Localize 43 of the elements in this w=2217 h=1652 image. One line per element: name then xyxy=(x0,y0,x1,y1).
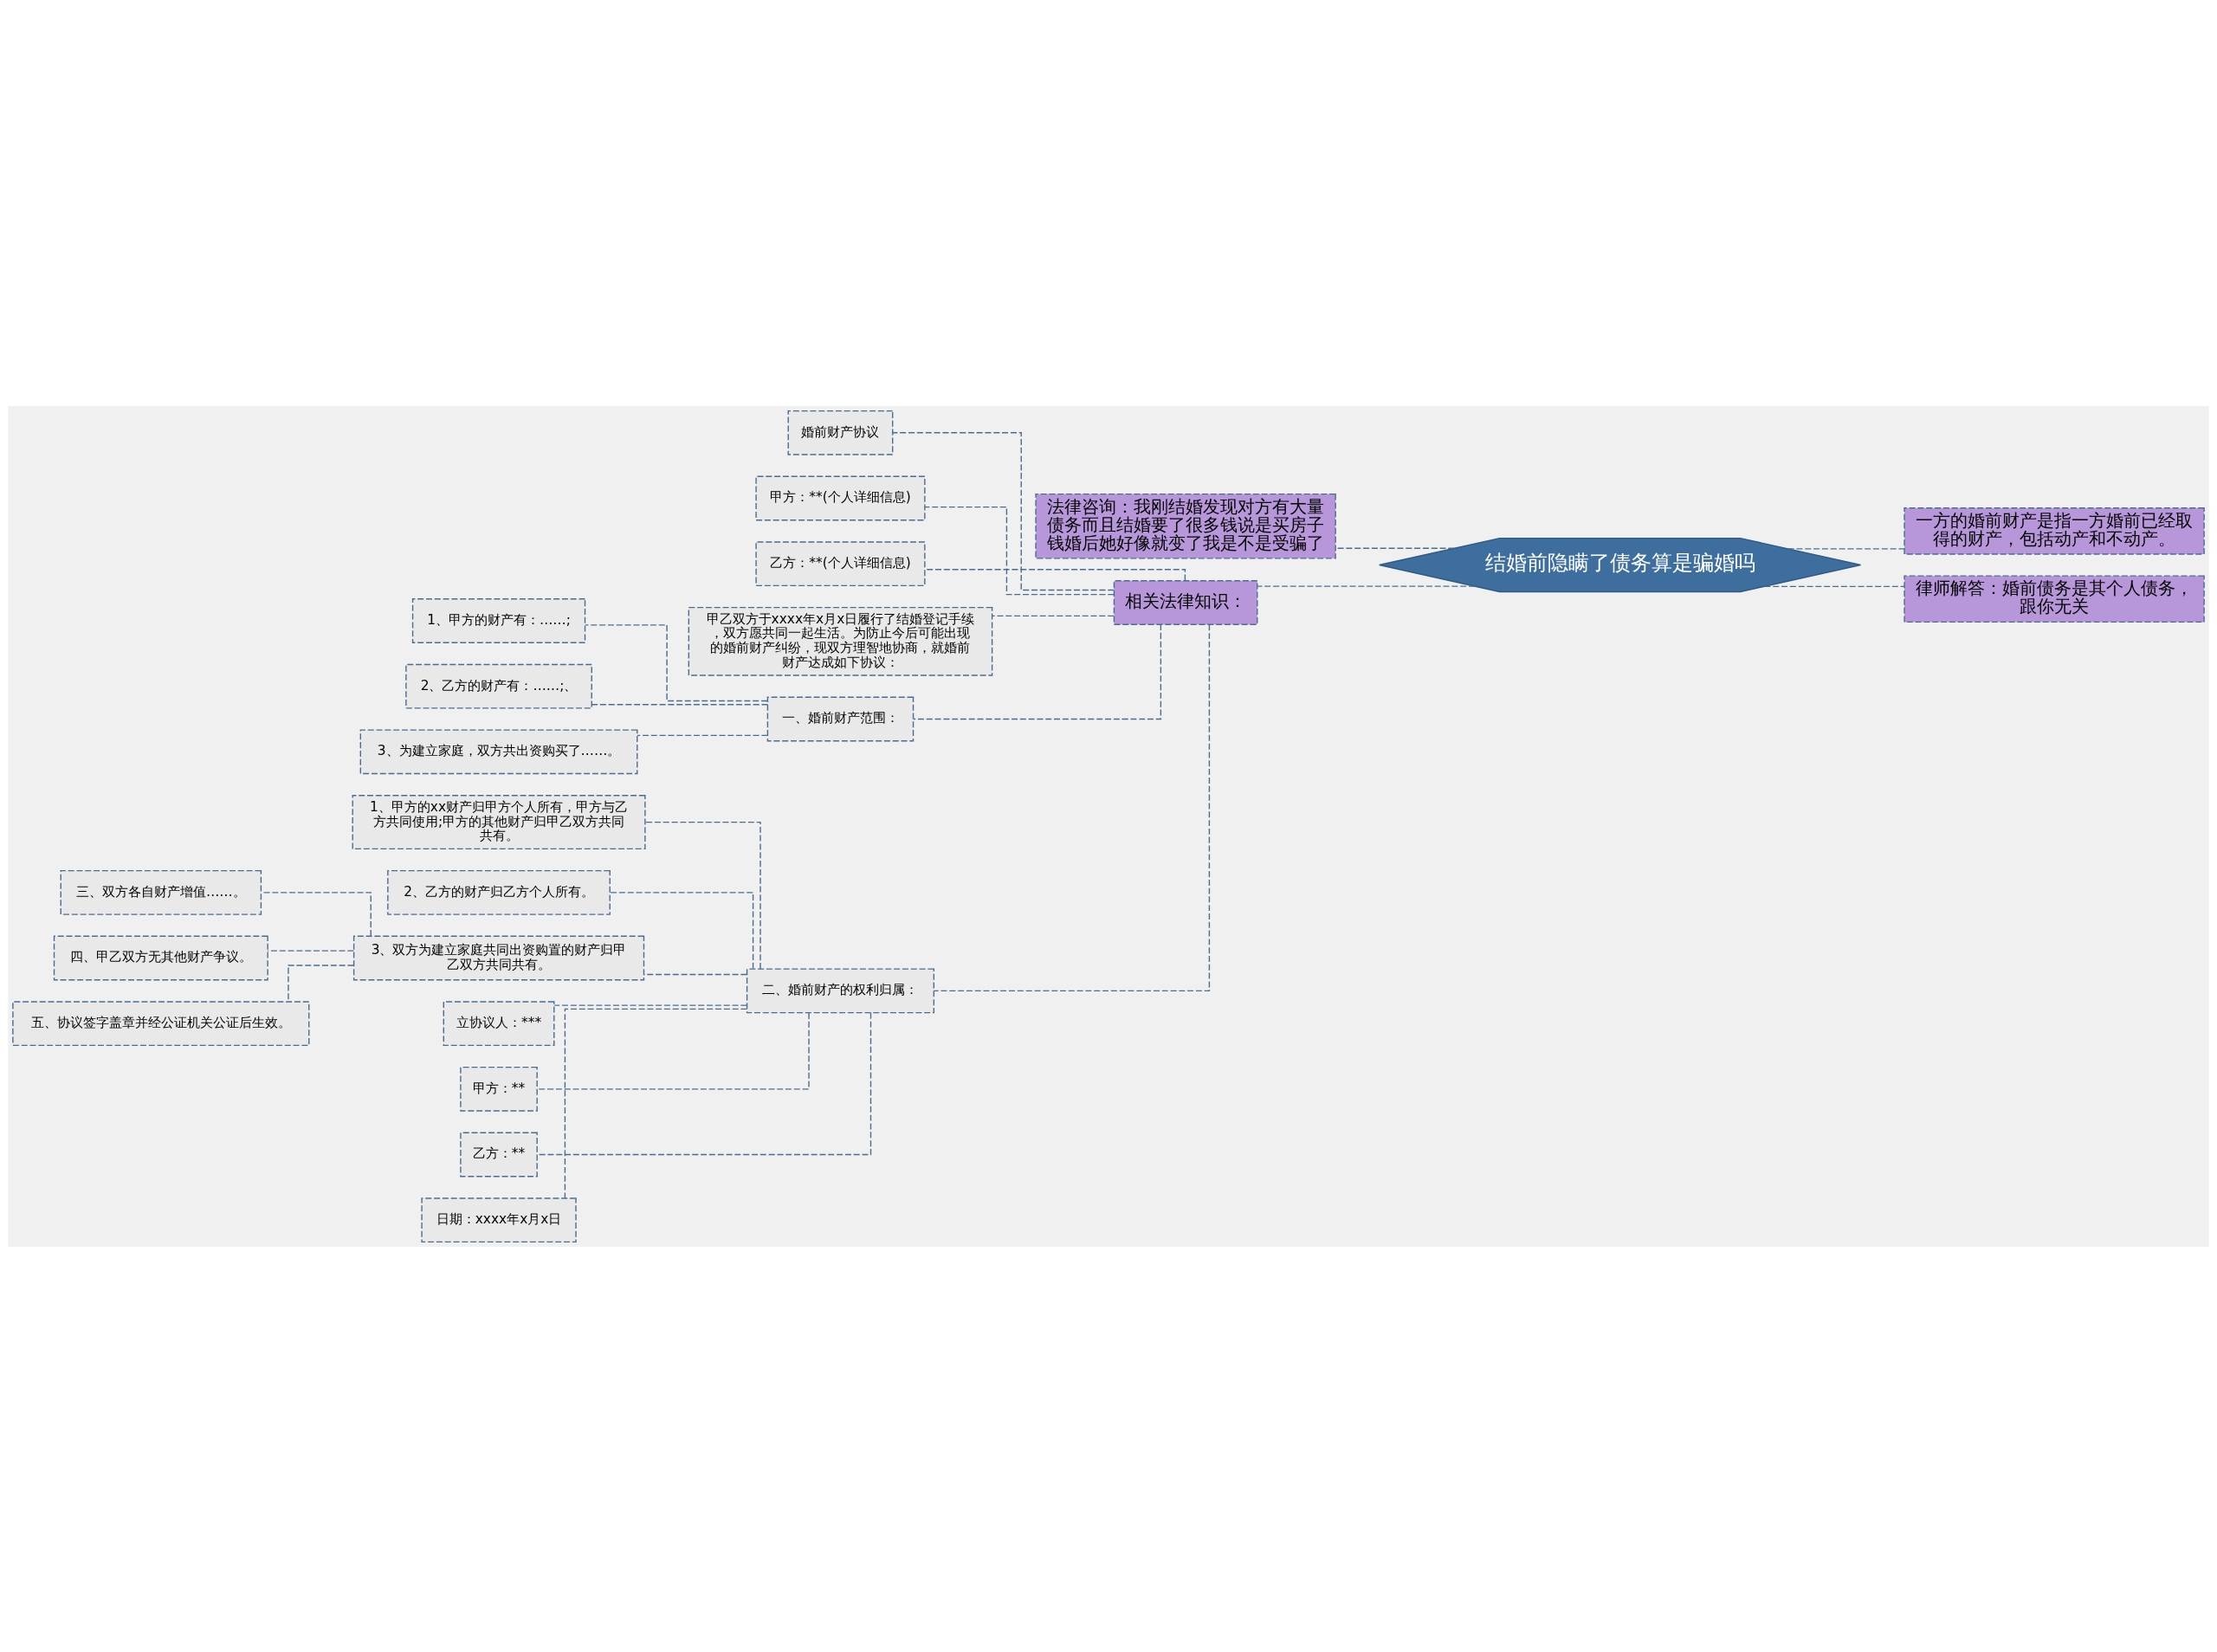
node-box: 律师解答：婚前债务是其个人债务，跟你无关 xyxy=(1904,574,2205,623)
node-box: 甲方：**(个人详细信息) xyxy=(755,475,926,520)
connector xyxy=(1763,585,1905,587)
connector xyxy=(564,1008,748,1198)
connector xyxy=(553,1003,747,1006)
node-box: 乙方：** xyxy=(460,1132,538,1177)
connector xyxy=(288,964,355,1002)
node-box: 1、甲方的财产有：……; xyxy=(411,597,586,643)
node-box: 甲方：** xyxy=(460,1066,538,1112)
node-box: 法律咨询：我刚结婚发现对方有大量债务而且结婚要了很多钱说是买房子钱婚后她好像就变了我是不是受骗了 xyxy=(1035,493,1336,559)
node-box: 甲乙双方于xxxx年x月x日履行了结婚登记手续，双方愿共同一起生活。为防止今后可能出现的婚前财产纠纷，现双方理智地协商，就婚前财产达成如下协议： xyxy=(688,606,993,676)
node-box: 一方的婚前财产是指一方婚前已经取得的财产，包括动产和不动产。 xyxy=(1904,507,2205,555)
node-box: 一、婚前财产范围： xyxy=(766,696,915,741)
connector xyxy=(1257,584,1476,587)
connector xyxy=(267,949,354,952)
node-box: 婚前财产协议 xyxy=(787,410,894,455)
connector xyxy=(637,734,769,736)
node-box: 日期：xxxx年x月x日 xyxy=(421,1197,577,1242)
node-box: 乙方：**(个人详细信息) xyxy=(755,540,926,586)
connector xyxy=(536,1011,872,1155)
connector xyxy=(585,623,768,701)
connector xyxy=(992,615,1115,616)
node-box: 3、为建立家庭，双方共出资购买了……。 xyxy=(359,728,638,774)
connector xyxy=(892,431,1115,590)
node-box: 立协议人：*** xyxy=(443,1000,555,1046)
connector xyxy=(913,623,1162,720)
connector xyxy=(1787,547,1905,550)
connector xyxy=(924,506,1115,595)
node-box: 三、双方各自财产增值……。 xyxy=(60,869,262,915)
node-box: 相关法律知识： xyxy=(1113,579,1258,625)
node-box: 1、甲方的xx财产归甲方个人所有，甲方与乙方共同使用;甲方的其他财产归甲乙双方共同共有。 xyxy=(352,794,646,849)
node-box: 五、协议签字盖章并经公证机关公证后生效。 xyxy=(12,1000,310,1046)
node-box: 四、甲乙双方无其他财产争议。 xyxy=(53,935,268,980)
connector xyxy=(591,703,769,705)
connector xyxy=(609,891,754,969)
connector xyxy=(644,821,761,970)
node-box: 二、婚前财产的权利归属： xyxy=(746,967,935,1013)
connector xyxy=(933,623,1211,991)
connector xyxy=(924,568,1186,581)
node-box: 2、乙方的财产归乙方个人所有。 xyxy=(387,869,611,915)
connector xyxy=(536,1011,810,1090)
node-box: 3、双方为建立家庭共同出资购置的财产归甲乙双方共同共有。 xyxy=(352,935,645,980)
node-box: 2、乙方的财产有：……;、 xyxy=(405,663,592,709)
